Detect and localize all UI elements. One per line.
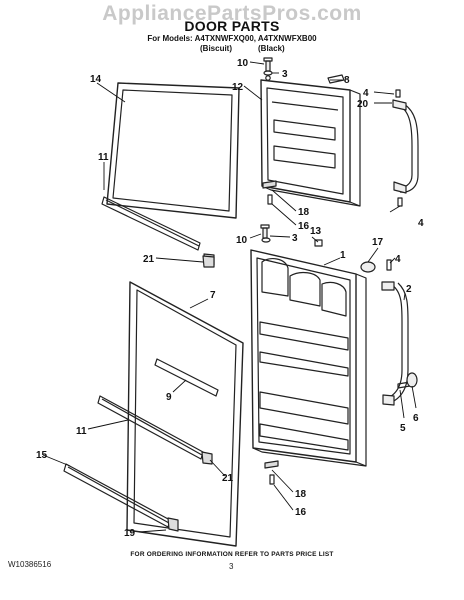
callout-21-top: 21 [143, 254, 155, 265]
callout-11-lower: 11 [76, 426, 87, 437]
hinge-screw-lower [260, 224, 271, 243]
fresh-food-handle-part [381, 259, 409, 406]
callout-11-top: 11 [98, 152, 109, 163]
door-stop-top [262, 180, 277, 205]
callout-17: 17 [372, 237, 384, 248]
callout-9: 9 [166, 392, 172, 403]
variant-black: (Black) [258, 44, 285, 53]
callout-19: 19 [124, 528, 136, 539]
callout-18-lower: 18 [295, 489, 307, 500]
hinge-screw-top [263, 57, 273, 72]
callout-6: 6 [413, 413, 419, 424]
callout-15: 15 [36, 450, 48, 461]
callout-14: 14 [90, 74, 102, 85]
hinge-cover-13 [314, 239, 323, 247]
callout-5: 5 [400, 423, 406, 434]
callout-8: 8 [344, 75, 350, 86]
callout-4-top: 4 [363, 88, 369, 99]
callout-13: 13 [310, 226, 322, 237]
callout-2: 2 [406, 284, 412, 295]
variant-biscuit: (Biscuit) [200, 44, 232, 53]
callout-16-lower: 16 [295, 507, 307, 518]
freezer-gasket-part [106, 82, 240, 219]
callout-4-mid: 4 [418, 218, 424, 229]
callout-7: 7 [210, 290, 216, 301]
handle-cap-17 [360, 261, 376, 273]
watermark: AppliancePartsPros.com [102, 2, 362, 25]
callout-12: 12 [232, 82, 244, 93]
handle-cap-part [327, 74, 345, 84]
freezer-handle-part [392, 89, 419, 207]
shelf-strip-11-lower [97, 395, 213, 465]
door-stop-lower [264, 460, 279, 485]
shelf-clip-upper [202, 255, 215, 268]
callout-10-top: 10 [237, 58, 249, 69]
freezer-shelf-strip-part [101, 196, 201, 251]
model-list: For Models: A4TXNWFXQ00, A4TXNWFXB00 [147, 34, 317, 43]
callout-4-handle: 4 [395, 254, 401, 265]
page-title: DOOR PARTS [184, 18, 280, 34]
fresh-food-door-part [250, 249, 367, 467]
callout-3-lower: 3 [292, 233, 298, 244]
callout-1: 1 [340, 250, 346, 261]
bushing-top [263, 70, 273, 76]
callout-16-top: 16 [298, 221, 310, 232]
shelf-strip-15 [63, 463, 179, 532]
page-number: 3 [229, 562, 234, 571]
callout-18-top: 18 [298, 207, 310, 218]
callout-3-top: 3 [282, 69, 288, 80]
callout-20: 20 [357, 99, 369, 110]
callout-21-lower: 21 [222, 473, 234, 484]
fresh-food-gasket-part [126, 281, 244, 547]
shelf-strip-9 [154, 358, 219, 397]
ordering-note: FOR ORDERING INFORMATION REFER TO PARTS … [130, 551, 334, 558]
callout-10-lower: 10 [236, 235, 248, 246]
handle-plug-6 [406, 372, 418, 388]
document-number: W10386516 [8, 560, 52, 569]
